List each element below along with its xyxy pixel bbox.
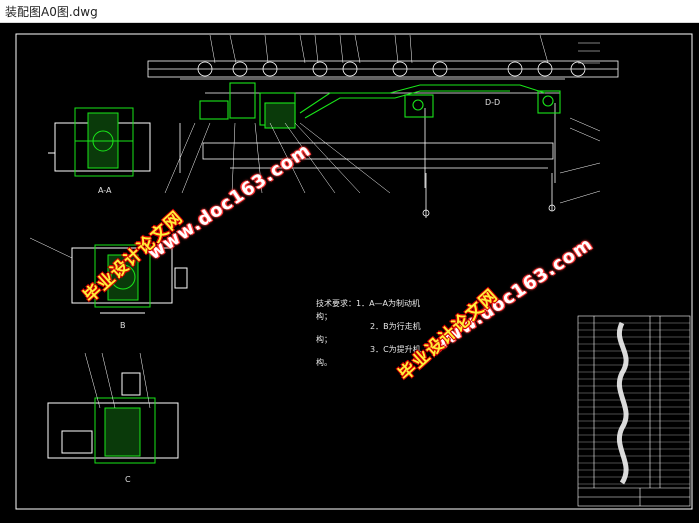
tech-req-line3: 2．B为行走机 (370, 322, 421, 331)
tech-req-line4: 构； (316, 335, 332, 344)
drawing-svg (15, 33, 693, 510)
tech-req-line5: 3．C为提升机 (370, 345, 421, 354)
view-b-drawing (29, 237, 188, 314)
main-view-green-parts (199, 82, 561, 129)
tech-req-line6: 构。 (316, 358, 332, 367)
main-beam-assembly (147, 60, 619, 188)
beam-wheels (197, 61, 586, 77)
parts-list-rows (578, 322, 690, 485)
hook-chains (422, 173, 556, 218)
leader-lines (164, 34, 601, 204)
drawing-canvas[interactable]: A-A B C D-D 技术要求：1．A—A为制动机 构； 2．B为行走机 构；… (0, 23, 699, 523)
parts-list-text-blur (616, 321, 629, 485)
view-label-aa: A-A (98, 186, 112, 195)
view-c-drawing (47, 352, 179, 464)
view-aa-drawing (48, 107, 151, 177)
window-title: 装配图A0图.dwg (5, 5, 98, 19)
view-label-dd: D-D (485, 98, 501, 107)
parts-list-table (577, 315, 691, 507)
view-label-c: C (125, 475, 131, 484)
tech-req-line2: 构； (316, 312, 332, 321)
view-label-b: B (120, 321, 126, 330)
tech-req-line1: 技术要求：1．A—A为制动机 (316, 299, 421, 308)
title-bar: 装配图A0图.dwg (0, 0, 699, 23)
